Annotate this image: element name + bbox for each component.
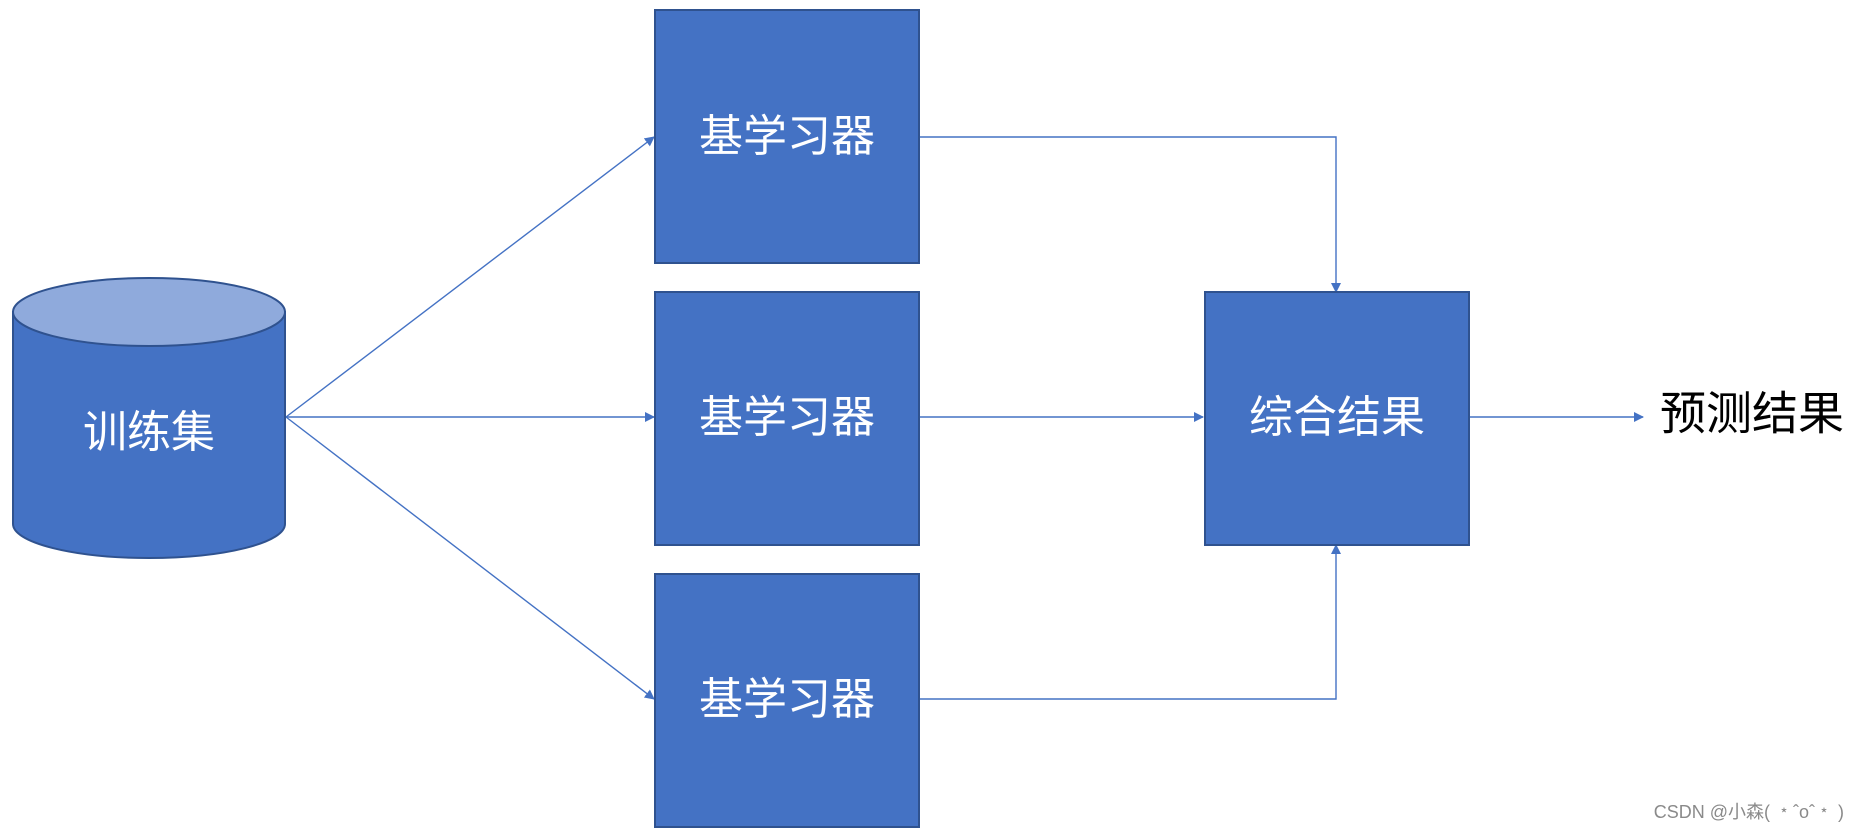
training-set-label: 训练集 [83, 407, 215, 458]
edge-learner-1-to-combine [919, 136, 1341, 293]
watermark: CSDN @小森( ﹡ˆoˆ﹡ ) [1653, 802, 1844, 822]
training-set-cylinder-body [12, 311, 286, 559]
base-learner-2-label: 基学习器 [699, 392, 875, 443]
training-set-cylinder-top [12, 277, 286, 347]
combine-node: 综合结果 [1204, 291, 1470, 546]
base-learner-3-node: 基学习器 [654, 573, 920, 828]
prediction-label: 预测结果 [1660, 387, 1844, 441]
edge-learner-3-to-combine [919, 544, 1341, 700]
training-set-node: 训练集 [12, 277, 286, 559]
base-learner-2-node: 基学习器 [654, 291, 920, 546]
combine-box [1204, 291, 1470, 546]
base-learner-3-box [654, 573, 920, 828]
edges [285, 136, 1644, 700]
base-learner-3-label: 基学习器 [699, 674, 875, 725]
combine-label: 综合结果 [1249, 392, 1425, 443]
base-learner-1-label: 基学习器 [699, 111, 875, 162]
base-learner-1-box [654, 9, 920, 264]
edge-training-to-learner-1 [285, 136, 655, 418]
base-learner-2-box [654, 291, 920, 546]
edge-training-to-learner-3 [285, 416, 655, 700]
base-learner-1-node: 基学习器 [654, 9, 920, 264]
